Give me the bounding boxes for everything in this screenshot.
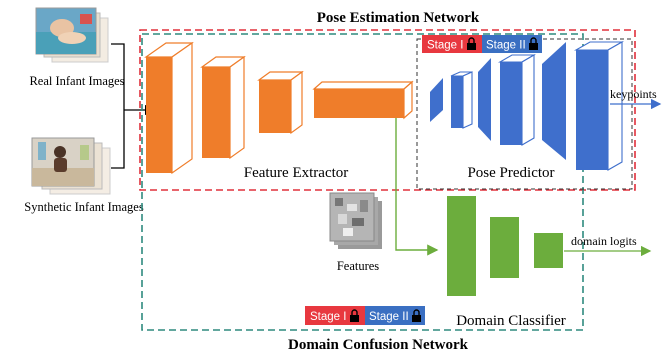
lock-icon xyxy=(467,37,476,50)
stage2-badge-bottom xyxy=(365,306,425,325)
lock-icon xyxy=(350,309,359,322)
feature-extractor-label: Feature Extractor xyxy=(244,165,349,181)
keypoints-label: keypoints xyxy=(610,87,657,101)
features-label: Features xyxy=(337,259,379,273)
domain-network-title: Domain Confusion Network xyxy=(288,337,469,353)
domain-classifier-block-3 xyxy=(534,233,563,268)
real-infant-images-stack xyxy=(35,7,109,63)
pose-predictor-layers xyxy=(430,41,625,171)
domain-logits-label: domain logits xyxy=(571,234,637,248)
feature-extractor-block-3 xyxy=(257,70,304,135)
stage2-label-bottom: Stage II xyxy=(369,311,409,323)
pose-network-title: Pose Estimation Network xyxy=(317,10,480,26)
pose-predictor-label: Pose Predictor xyxy=(467,165,554,181)
domain-classifier-label: Domain Classifier xyxy=(456,313,566,329)
feature-extractor-block-2 xyxy=(200,55,246,160)
real-images-label: Real Infant Images xyxy=(29,74,124,88)
stage2-badge-top xyxy=(482,35,542,53)
features-to-classifier-arrow xyxy=(395,118,439,256)
synthetic-infant-images-stack xyxy=(31,137,111,195)
stage2-label-top: Stage II xyxy=(486,40,526,52)
stage1-label-top: Stage I xyxy=(427,40,463,52)
domain-network-box xyxy=(141,33,584,331)
synthetic-images-label: Synthetic Infant Images xyxy=(24,200,144,214)
lock-icon xyxy=(412,309,421,322)
domain-classifier-block-1 xyxy=(447,196,476,296)
stage-badges-top: Stage I Stage II xyxy=(422,35,542,53)
domain-classifier-block-2 xyxy=(490,217,519,278)
stage-badges-bottom: Stage I Stage II xyxy=(305,306,425,325)
feature-extractor-block-4 xyxy=(312,80,414,120)
stage1-label-bottom: Stage I xyxy=(310,311,346,323)
lock-icon xyxy=(529,37,538,50)
pose-network-box xyxy=(139,29,636,191)
feature-extractor-block-1 xyxy=(144,41,194,175)
feature-maps-thumbnail xyxy=(329,192,382,249)
